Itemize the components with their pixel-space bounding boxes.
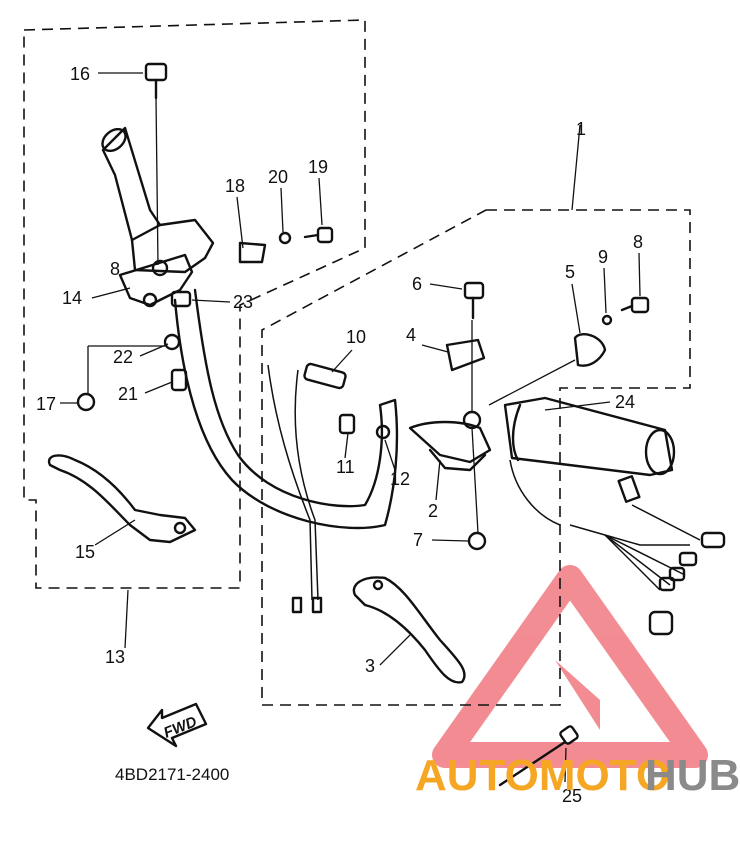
fwd-label: FWD bbox=[161, 713, 199, 742]
watermark-right-text: HUB bbox=[645, 751, 740, 800]
leader-lines bbox=[60, 72, 641, 783]
part-label-3: 3 bbox=[365, 656, 375, 676]
washer-20 bbox=[278, 231, 292, 245]
switch-wiring-harness bbox=[509, 459, 726, 636]
throttle-grip bbox=[503, 396, 676, 477]
clutch-lever bbox=[47, 454, 197, 544]
clip-9 bbox=[601, 314, 613, 326]
part-label-14: 14 bbox=[62, 288, 82, 308]
wire-connector-b bbox=[311, 596, 323, 614]
part-label-10: 10 bbox=[346, 327, 366, 347]
wire-connector-a bbox=[291, 596, 303, 614]
part-label-25: 25 bbox=[562, 786, 582, 806]
fwd-direction-arrow: FWD bbox=[146, 702, 208, 748]
part-label-15: 15 bbox=[75, 542, 95, 562]
left-handlebar-grip bbox=[101, 126, 215, 274]
part-label-11: 11 bbox=[336, 457, 355, 477]
part-label-24: 24 bbox=[615, 392, 635, 412]
switch-wire bbox=[294, 369, 319, 601]
part-label-4: 4 bbox=[406, 325, 416, 345]
watermark-left-text: AUTOMOTO bbox=[415, 751, 670, 800]
nut-7 bbox=[467, 531, 487, 551]
switch-21 bbox=[170, 368, 188, 392]
part-label-17: 17 bbox=[36, 394, 56, 414]
part-label-18: 18 bbox=[225, 176, 245, 196]
screw-8 bbox=[620, 296, 650, 314]
screw-19 bbox=[303, 226, 334, 244]
brake-lever bbox=[352, 576, 466, 684]
master-cylinder-bracket bbox=[408, 410, 492, 472]
part-label-12: 12 bbox=[390, 469, 410, 489]
washer-22 bbox=[163, 333, 181, 351]
part-label-23: 23 bbox=[233, 292, 253, 312]
part-label-8: 8 bbox=[633, 232, 643, 252]
part-label-6: 6 bbox=[412, 274, 422, 294]
watermark-text: AUTOMOTO HUB bbox=[415, 751, 740, 800]
screw-6 bbox=[463, 281, 485, 320]
part-labels: 16 18 20 19 8 14 23 22 21 17 15 13 1 6 5… bbox=[36, 64, 643, 806]
part-label-8-left: 8 bbox=[110, 259, 120, 279]
clutch-cable bbox=[267, 364, 313, 601]
screw-23 bbox=[170, 290, 192, 308]
watermark-triangle-logo bbox=[432, 565, 708, 768]
adjuster-10 bbox=[303, 362, 347, 390]
part-label-5: 5 bbox=[565, 262, 575, 282]
right-group-outline bbox=[261, 209, 691, 706]
handlebar-pipe bbox=[173, 288, 399, 530]
nut-17 bbox=[76, 392, 96, 412]
part-label-20: 20 bbox=[268, 167, 288, 187]
left-group-outline bbox=[23, 19, 366, 589]
part-label-1: 1 bbox=[576, 119, 586, 139]
left-lever-holder bbox=[118, 241, 267, 308]
part-label-9: 9 bbox=[598, 247, 608, 267]
part-label-13: 13 bbox=[105, 647, 125, 667]
part-label-16: 16 bbox=[70, 64, 90, 84]
diagram-code: 4BD2171-2400 bbox=[115, 765, 229, 784]
part-label-7: 7 bbox=[413, 530, 423, 550]
part-label-22: 22 bbox=[113, 347, 133, 367]
clamp-5 bbox=[573, 333, 607, 367]
part-label-2: 2 bbox=[428, 501, 438, 521]
pivot-bolt-25 bbox=[498, 725, 579, 787]
switch-4 bbox=[445, 338, 486, 372]
switch-11 bbox=[338, 413, 356, 435]
part-label-19: 19 bbox=[308, 157, 328, 177]
nut-12 bbox=[375, 424, 391, 440]
bolt-16 bbox=[144, 62, 168, 100]
part-label-21: 21 bbox=[118, 384, 138, 404]
